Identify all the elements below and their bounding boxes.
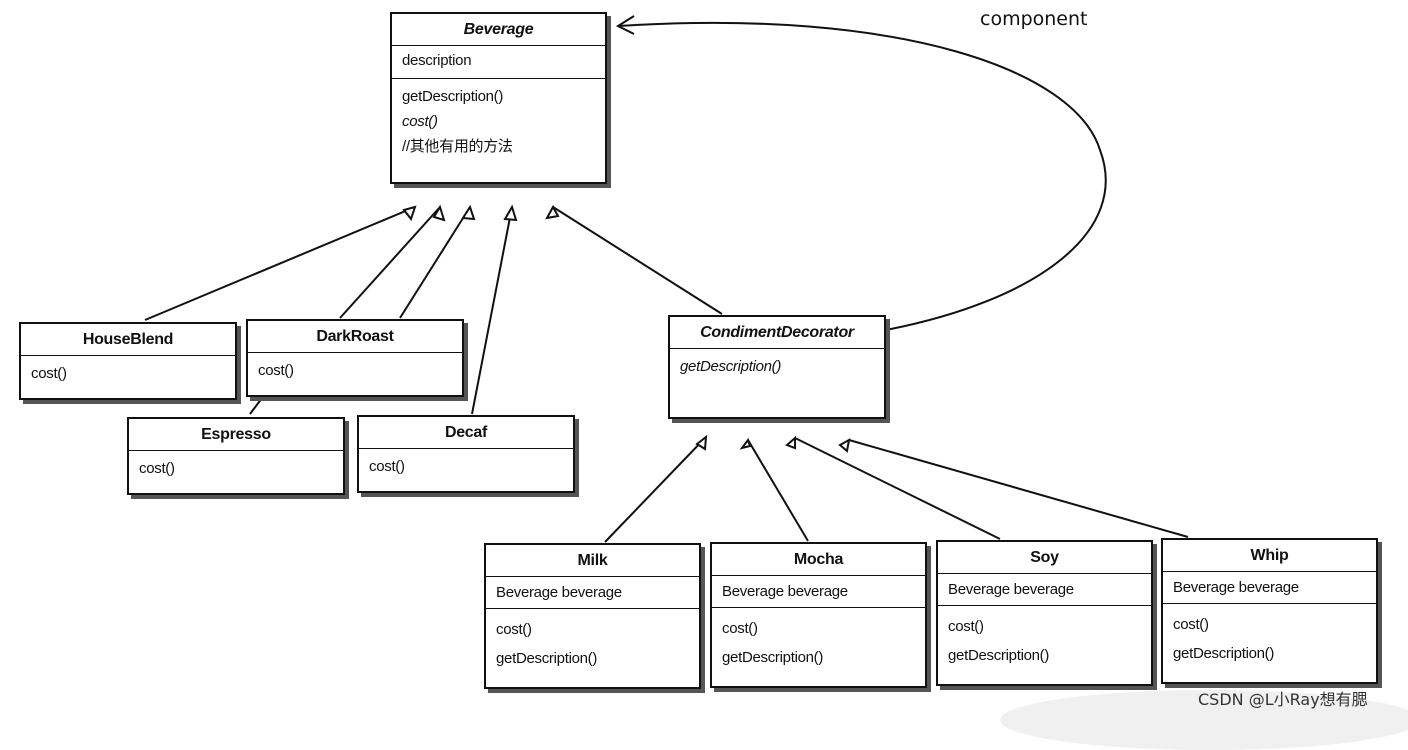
- darkroast-arrowhead-2: [461, 204, 476, 221]
- beverage-attribute: description: [402, 52, 472, 69]
- whip-attribute: Beverage beverage: [1173, 579, 1299, 596]
- whip-method: getDescription(): [1173, 645, 1275, 662]
- soy-arrowhead: [785, 435, 796, 450]
- mocha-class-name: Mocha: [712, 544, 925, 576]
- condiment-decorator-method: getDescription(): [680, 358, 782, 375]
- whip-methods: cost() getDescription(): [1163, 604, 1376, 671]
- milk-method: cost(): [496, 621, 532, 638]
- decaf-arrowhead: [503, 204, 518, 222]
- decaf-methods: cost(): [359, 449, 573, 484]
- beverage-method: cost(): [402, 113, 438, 130]
- whip-class-name: Whip: [1163, 540, 1376, 572]
- milk-class[interactable]: Milk Beverage beverage cost() getDescrip…: [484, 543, 701, 689]
- inheritance-connectors: [144, 15, 1189, 543]
- beverage-methods: getDescription() cost() //其他有用的方法: [392, 79, 605, 164]
- houseblend-methods: cost(): [21, 356, 235, 391]
- milk-inheritance-line: [604, 436, 707, 543]
- darkroast-class[interactable]: DarkRoast cost(): [246, 319, 464, 397]
- houseblend-inheritance-line: [144, 206, 416, 321]
- whip-inheritance-line: [848, 439, 1189, 538]
- mocha-arrowhead: [739, 437, 752, 450]
- beverage-class[interactable]: Beverage description getDescription() co…: [390, 12, 607, 184]
- espresso-class-name: Espresso: [129, 419, 343, 451]
- soy-methods: cost() getDescription(): [938, 606, 1151, 673]
- soy-inheritance-line: [794, 437, 1001, 540]
- mocha-attributes: Beverage beverage: [712, 576, 925, 608]
- decaf-inheritance-line: [471, 206, 513, 415]
- mocha-class[interactable]: Mocha Beverage beverage cost() getDescri…: [710, 542, 927, 688]
- mocha-method: cost(): [722, 620, 758, 637]
- decaf-class-name: Decaf: [359, 417, 573, 449]
- mocha-method: getDescription(): [722, 649, 824, 666]
- whip-attributes: Beverage beverage: [1163, 572, 1376, 604]
- decaf-method: cost(): [369, 458, 405, 475]
- soy-class-name: Soy: [938, 542, 1151, 574]
- houseblend-class-name: HouseBlend: [21, 324, 235, 356]
- whip-class[interactable]: Whip Beverage beverage cost() getDescrip…: [1161, 538, 1378, 684]
- soy-method: cost(): [948, 618, 984, 635]
- milk-method: getDescription(): [496, 650, 598, 667]
- component-association-curve: [617, 21, 1107, 331]
- whip-method: cost(): [1173, 616, 1209, 633]
- milk-methods: cost() getDescription(): [486, 609, 699, 676]
- espresso-method: cost(): [139, 460, 175, 477]
- espresso-class[interactable]: Espresso cost(): [127, 417, 345, 495]
- milk-attributes: Beverage beverage: [486, 577, 699, 609]
- houseblend-class[interactable]: HouseBlend cost(): [19, 322, 237, 400]
- houseblend-arrowhead: [402, 205, 417, 222]
- decaf-class[interactable]: Decaf cost(): [357, 415, 575, 493]
- watermark-text: CSDN @L小Ray想有腮: [1198, 690, 1368, 709]
- darkroast-inheritance-line-1: [339, 206, 441, 319]
- soy-attributes: Beverage beverage: [938, 574, 1151, 606]
- beverage-attributes: description: [392, 46, 605, 79]
- milk-arrowhead: [695, 434, 708, 451]
- condiment-decorator-class-name: CondimentDecorator: [670, 317, 884, 349]
- whip-arrowhead: [838, 438, 851, 453]
- beverage-method-comment: //其他有用的方法: [402, 138, 513, 155]
- milk-attribute: Beverage beverage: [496, 584, 622, 601]
- component-arrowhead: [615, 15, 635, 35]
- darkroast-arrowhead-1: [432, 204, 446, 222]
- soy-method: getDescription(): [948, 647, 1050, 664]
- beverage-class-name: Beverage: [392, 14, 605, 46]
- mocha-attribute: Beverage beverage: [722, 583, 848, 600]
- component-label: component: [980, 8, 1088, 30]
- darkroast-method: cost(): [258, 362, 294, 379]
- mocha-methods: cost() getDescription(): [712, 608, 925, 675]
- soy-class[interactable]: Soy Beverage beverage cost() getDescript…: [936, 540, 1153, 686]
- mocha-inheritance-line: [747, 439, 809, 542]
- condiment-arrowhead: [545, 204, 560, 220]
- darkroast-methods: cost(): [248, 353, 462, 388]
- milk-class-name: Milk: [486, 545, 699, 577]
- houseblend-method: cost(): [31, 365, 67, 382]
- espresso-to-darkroast-line: [249, 397, 263, 415]
- beverage-method: getDescription(): [402, 88, 504, 105]
- condiment-inheritance-line: [552, 206, 723, 315]
- condiment-decorator-class[interactable]: CondimentDecorator getDescription(): [668, 315, 886, 419]
- condiment-decorator-methods: getDescription(): [670, 349, 884, 384]
- darkroast-class-name: DarkRoast: [248, 321, 462, 353]
- darkroast-inheritance-line-2: [399, 206, 471, 319]
- soy-attribute: Beverage beverage: [948, 581, 1074, 598]
- espresso-methods: cost(): [129, 451, 343, 486]
